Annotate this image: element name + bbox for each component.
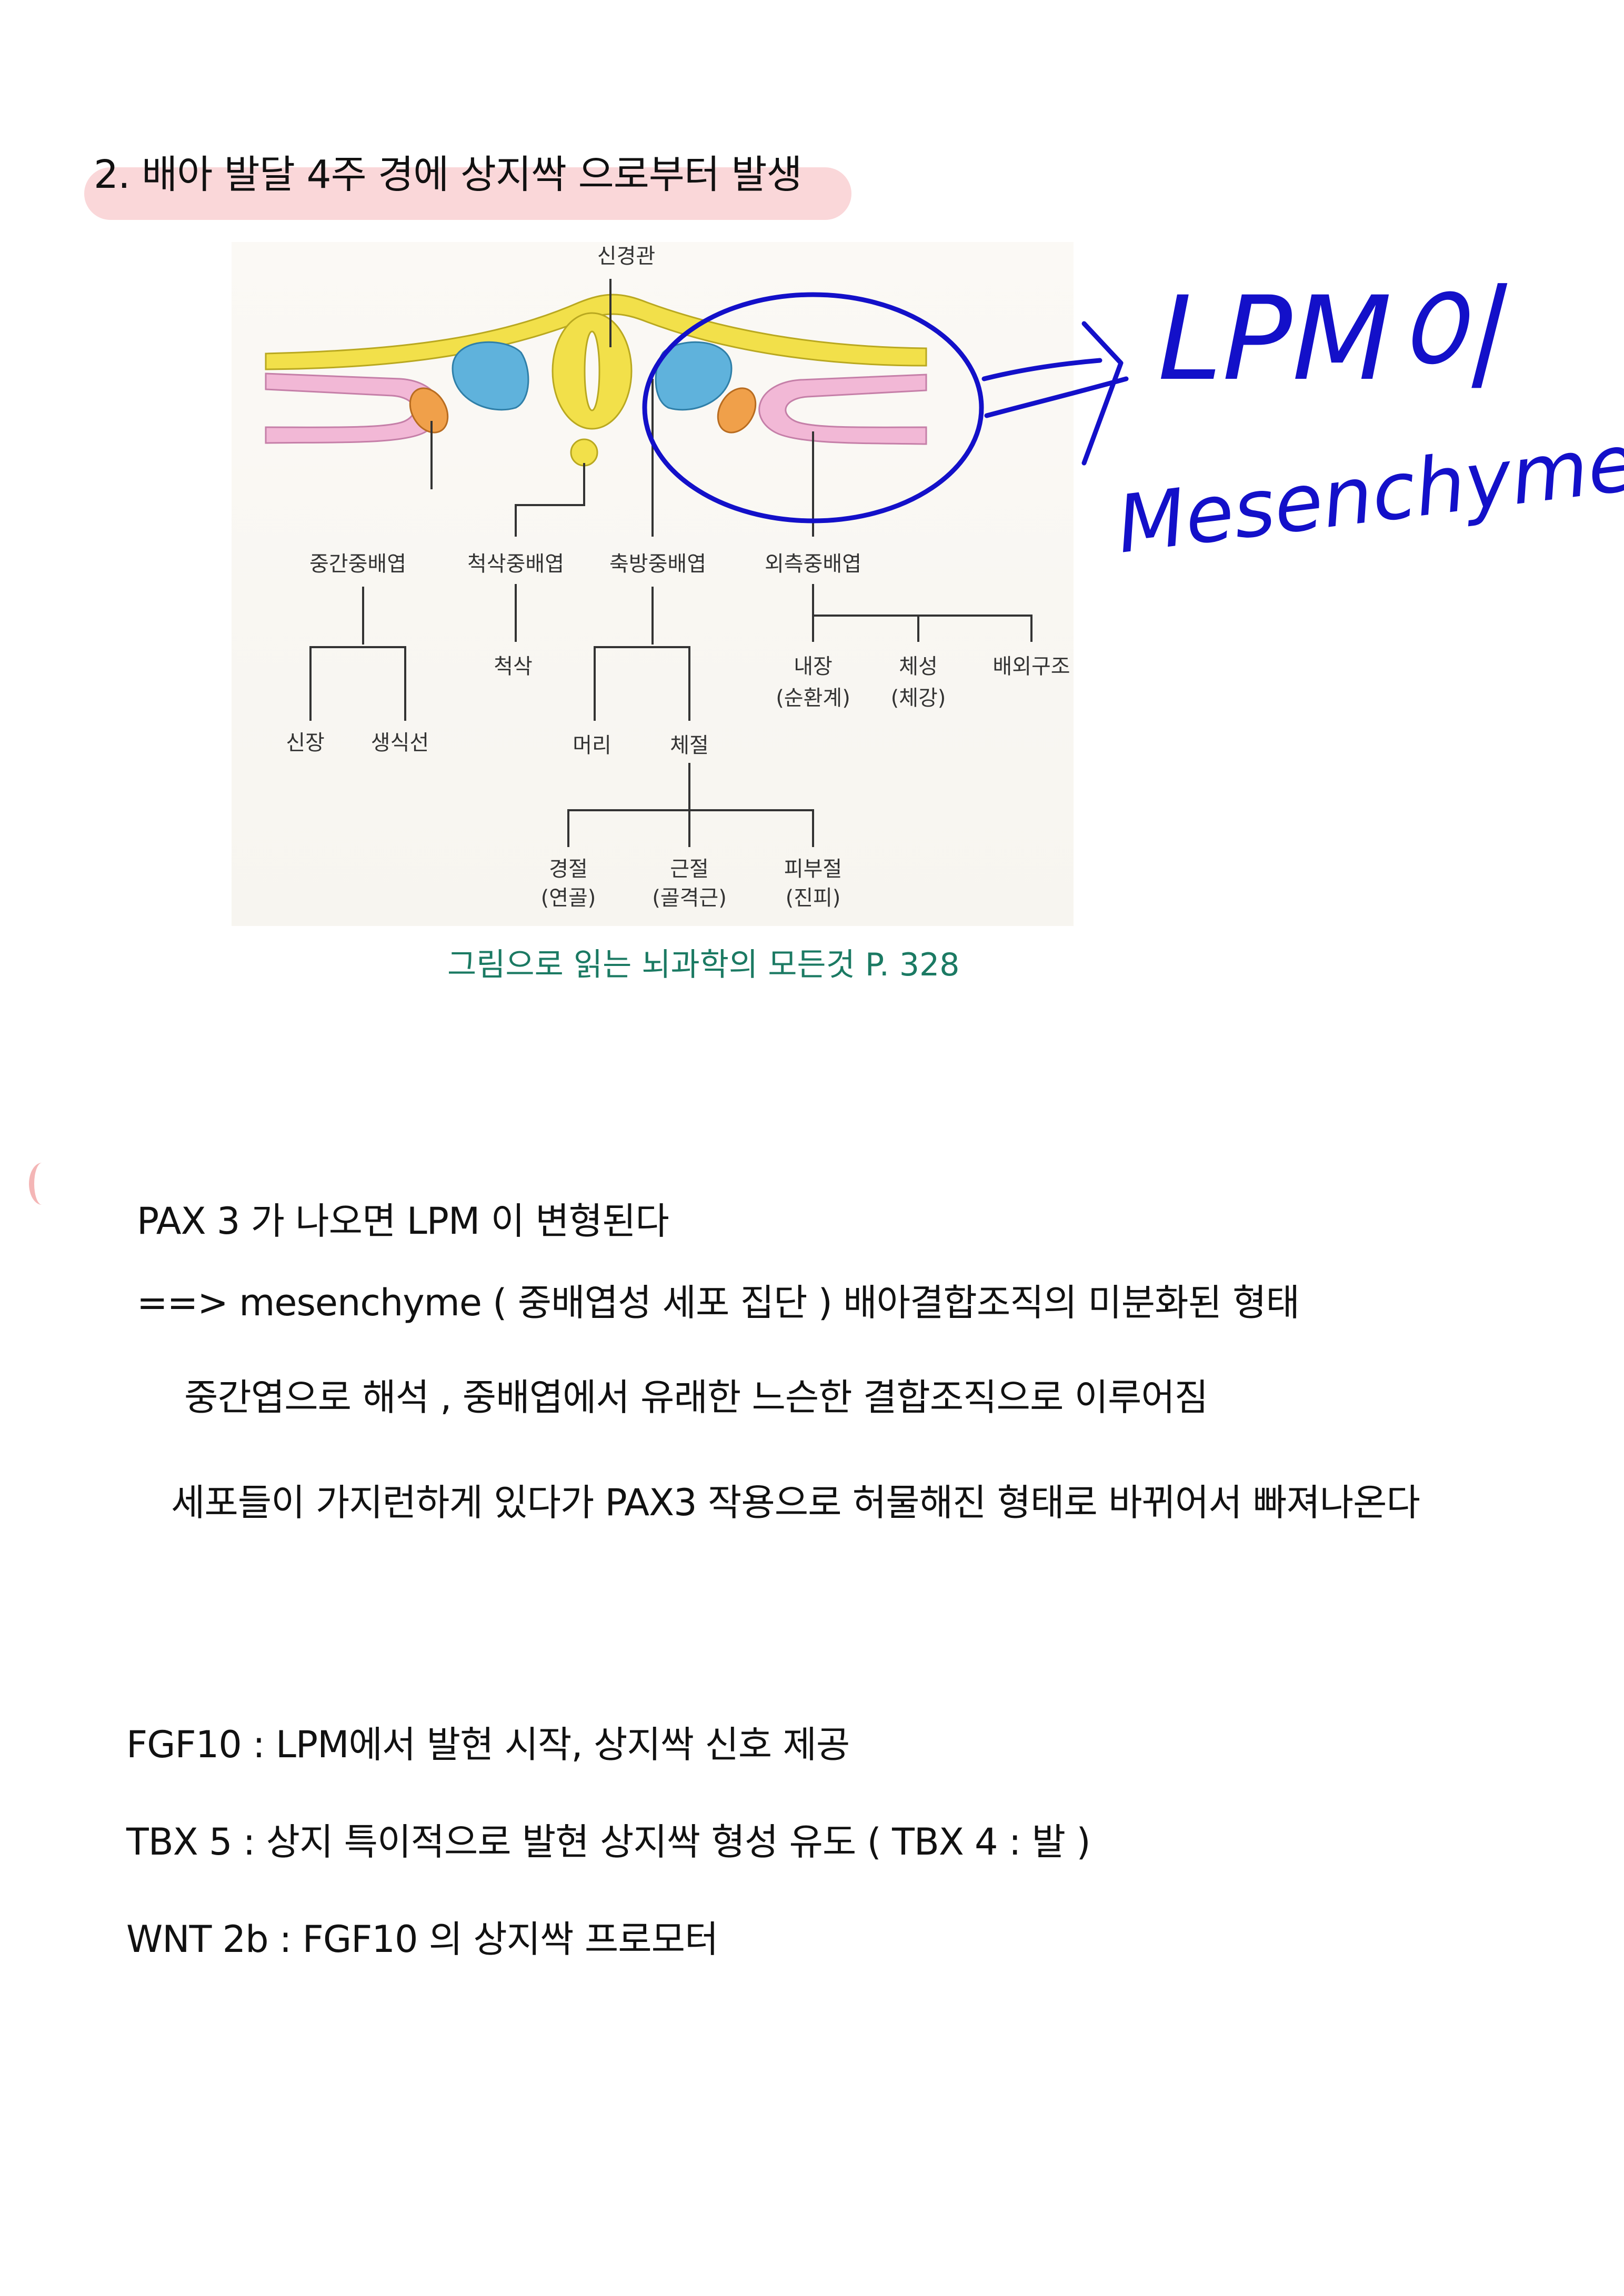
label-dermatome: 피부절 [784,857,842,881]
label-myotome: 근절 [670,857,709,881]
body-line-5: FGF10 : LPM에서 발현 시작, 상지싹 신호 제공 [126,1723,850,1766]
notochord-shape [570,438,598,467]
label-head: 머리 [573,733,611,758]
embryo-diagram: 신경관 중간중배엽 척삭중배엽 축방중배엽 외측중배엽 신장 생식선 척삭 머리… [265,244,1624,910]
annotation-mesenchyme: Mesenchyme [1112,417,1624,571]
ectoderm-band [265,294,927,370]
label-body-wall-sub: (체강) [891,686,946,710]
label-paraxial-mesoderm: 축방중배엽 [609,552,706,576]
hierarchy-lines [309,279,1032,847]
body-line-3: 중간엽으로 해석 , 중배엽에서 유래한 느슨한 결합조직으로 이루어짐 [184,1376,1208,1419]
body-line-2: ==> mesenchyme ( 중배엽성 세포 집단 ) 배아결합조직의 미분… [137,1281,1300,1324]
handwritten-arrow [981,321,1129,466]
label-sclerotome: 경절 [549,857,588,881]
section-heading: 2. 배아 발달 4주 경에 상지싹 으로부터 발생 [94,152,803,197]
label-kidney: 신장 [286,731,325,755]
body-line-1: PAX 3 가 나오면 LPM 이 변형된다 [137,1200,669,1243]
label-sclerotome-sub: (연골) [541,886,596,910]
label-lateral-mesoderm: 외측중배엽 [765,552,861,576]
label-viscera-sub: (순환계) [776,686,850,710]
annotation-lpm: LPM이 [1158,271,1508,406]
label-myotome-sub: (골격근) [652,886,727,910]
body-line-6: TBX 5 : 상지 특이적으로 발현 상지싹 형성 유도 ( TBX 4 : … [126,1820,1091,1864]
label-somite: 체절 [670,733,709,758]
body-line-4: 세포들이 가지런하게 있다가 PAX3 작용으로 허물해진 형태로 바뀌어서 빠… [171,1481,1420,1524]
label-dermatome-sub: (진피) [786,886,841,910]
label-neural-tube: 신경관 [597,244,655,268]
label-gonad: 생식선 [371,731,429,755]
somite-right [655,341,733,411]
label-extraembryonic: 배외구조 [993,654,1070,679]
lateral-mesoderm-right [758,374,927,445]
body-line-7: WNT 2b : FGF10 의 상지싹 프로모터 [126,1918,718,1961]
heading-highlight [84,167,851,220]
intermediate-mesoderm-right [717,387,757,434]
label-body-wall: 체성 [899,654,938,679]
neural-canal [584,330,600,411]
label-intermediate-mesoderm: 중간중배엽 [309,552,406,576]
intermediate-mesoderm-left [409,387,449,434]
pink-margin-mark [29,1163,55,1205]
label-notochord-mesoderm: 척삭중배엽 [467,552,564,576]
handwritten-circle [642,292,984,523]
label-notochord: 척삭 [494,654,533,679]
somite-left [452,341,529,411]
figure-caption: 그림으로 읽는 뇌과학의 모든것 P. 328 [447,946,960,983]
label-viscera: 내장 [794,654,833,679]
